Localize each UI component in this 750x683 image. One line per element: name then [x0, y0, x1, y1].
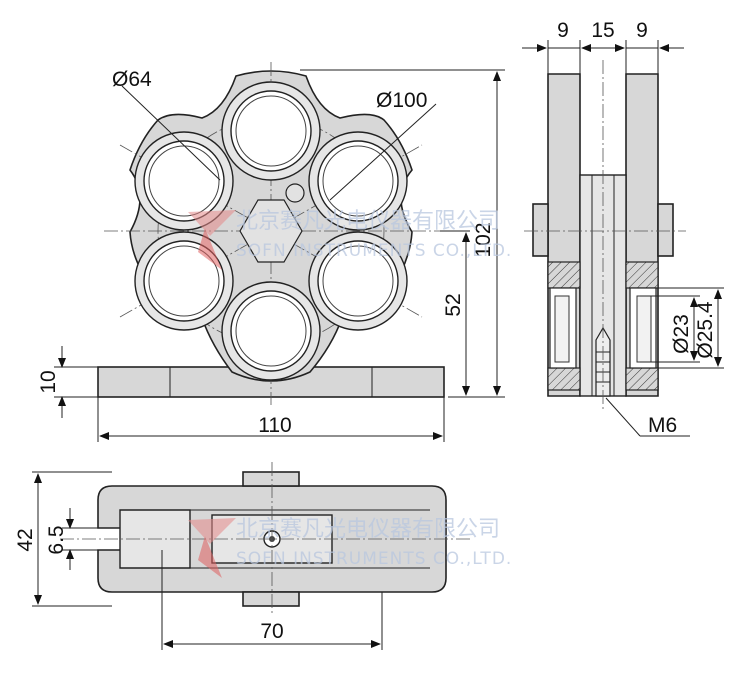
dim-d64: Ø64: [112, 68, 152, 91]
top-bushing-upper: [242, 471, 300, 487]
dim-plate-right-9: 9: [636, 19, 648, 42]
dim-gap-15: 15: [591, 19, 614, 42]
top-bushing-lower: [242, 591, 300, 607]
dim-width-110: 110: [258, 414, 291, 437]
dim-d100: Ø100: [376, 89, 427, 112]
filter-hole: [134, 231, 234, 331]
center-hub: [239, 199, 303, 263]
filter-hole: [221, 281, 321, 381]
dim-d23: Ø23: [670, 314, 693, 354]
front-view: Ø64 Ø100 102 52 10 110: [37, 62, 505, 442]
dim-slot-6-5: 6.5: [45, 525, 68, 554]
watermark-logo: [188, 210, 236, 270]
dim-d25-4: Ø25.4: [694, 301, 717, 359]
dim-length-70: 70: [260, 620, 283, 643]
watermark-cn: 北京赛凡光电仪器有限公司: [236, 209, 500, 234]
dim-height-102: 102: [472, 222, 495, 257]
index-hole: [285, 183, 305, 203]
filter-hole: [221, 81, 321, 181]
side-view: 9 15 9 Ø23 Ø25.4 M6: [522, 19, 724, 437]
dim-thread-m6: M6: [648, 414, 677, 437]
dim-height-52: 52: [442, 293, 465, 316]
watermark: 北京赛凡光电仪器有限公司 SOFN INSTRUMENTS CO.,LTD. 北…: [188, 209, 512, 578]
filter-holes: [134, 81, 408, 381]
dim-base-10: 10: [37, 370, 60, 393]
watermark-en: SOFN INSTRUMENTS CO.,LTD.: [236, 241, 512, 261]
dim-plate-left-9: 9: [557, 19, 569, 42]
watermark-en-2: SOFN INSTRUMENTS CO.,LTD.: [236, 549, 512, 569]
top-view: 42 6.5 70: [14, 462, 470, 650]
filter-hole: [134, 131, 234, 231]
side-bushing-right: [657, 203, 674, 257]
watermark-cn-2: 北京赛凡光电仪器有限公司: [236, 517, 500, 542]
filter-hole: [308, 131, 408, 231]
dim-depth-42: 42: [14, 528, 37, 551]
side-bushing-left: [532, 203, 549, 257]
watermark-logo-2: [188, 518, 236, 578]
filter-hole: [308, 231, 408, 331]
